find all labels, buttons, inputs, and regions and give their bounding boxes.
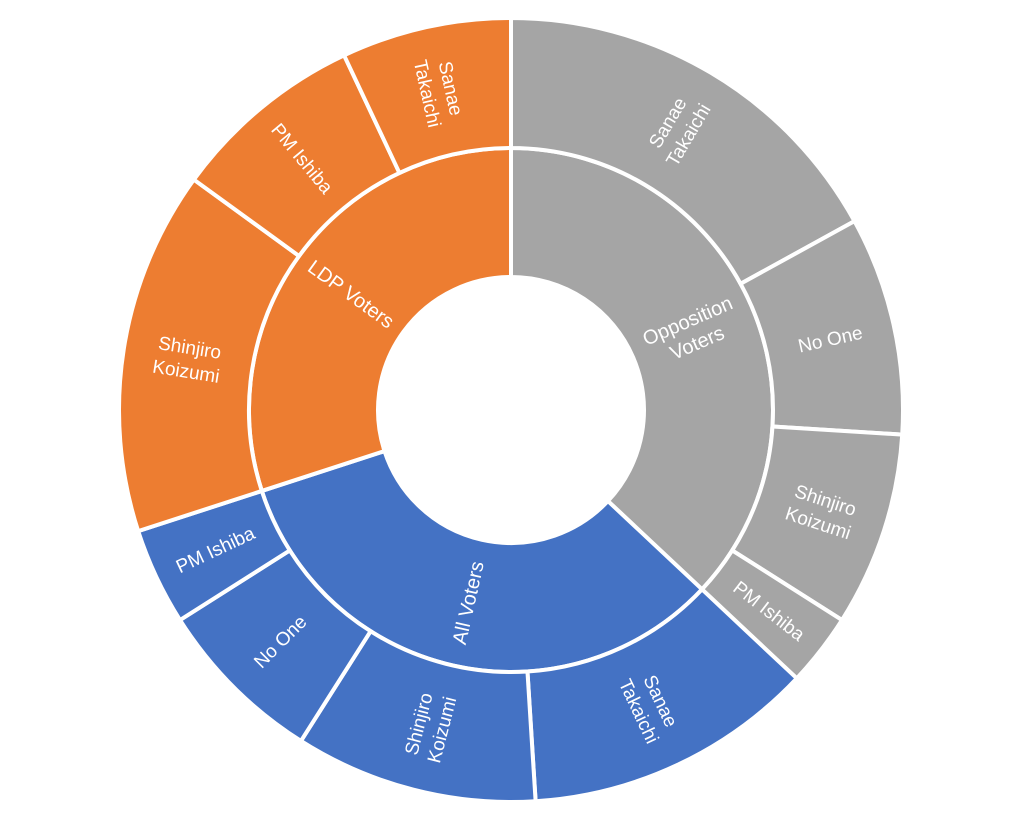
outer-segment-ldp-voters-sanae-takaichi [341, 15, 513, 176]
outer-ring [117, 15, 905, 804]
outer-segment-opposition-voters-sanae-takaichi [509, 15, 858, 287]
inner-ring [247, 145, 775, 674]
